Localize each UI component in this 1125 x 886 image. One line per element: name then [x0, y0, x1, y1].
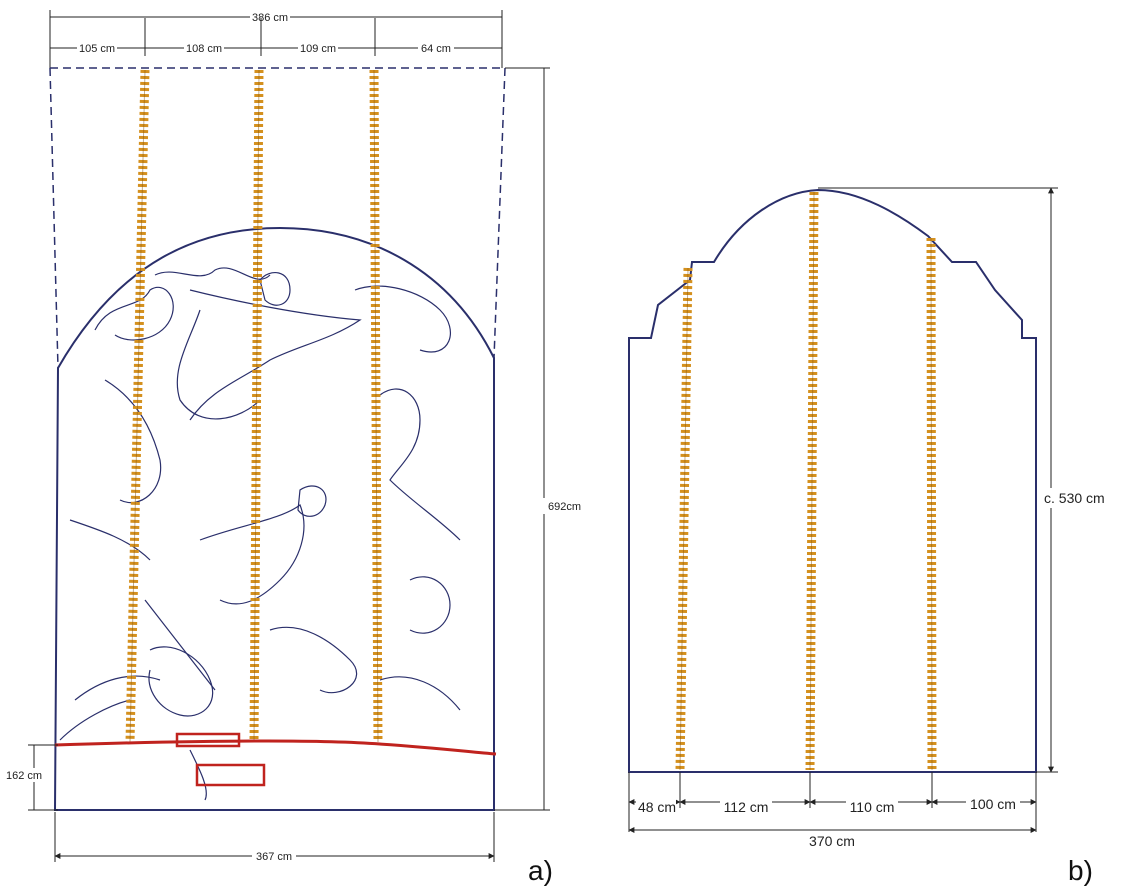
figure-sketch [59, 267, 461, 801]
bottom-width-label: 367 cm [256, 851, 292, 863]
panel-b: c. 530 cm 48 cm 112 cm 110 cm 100 cm [628, 187, 1112, 886]
bottom-height-dimension: 162 cm [4, 744, 58, 811]
bottom-width-dimension: 367 cm [54, 812, 495, 863]
panel-label-b: b) [1068, 855, 1093, 886]
dashed-upper-extension [49, 67, 506, 369]
bottom-total-label: 370 cm [809, 833, 855, 849]
panel-label-a: a) [528, 855, 553, 886]
top-segment-1: 105 cm [79, 43, 115, 55]
height-dimension-b: c. 530 cm [818, 187, 1112, 773]
top-segment-dimensions: 105 cm 108 cm 109 cm 64 cm [50, 18, 502, 56]
top-segment-4: 64 cm [421, 43, 451, 55]
seam-a-1 [125, 69, 150, 743]
seam-a-2 [249, 69, 264, 743]
bottom-height-label: 162 cm [6, 770, 42, 782]
top-segment-3: 109 cm [300, 43, 336, 55]
bottom-segment-dimensions: 48 cm 112 cm 110 cm 100 cm [628, 772, 1037, 832]
damage-box-2 [195, 763, 266, 787]
damage-box-1 [175, 732, 241, 748]
top-total-label: 386 cm [252, 12, 288, 24]
bottom-total-dimension: 370 cm [628, 827, 1037, 850]
height-label-b: c. 530 cm [1044, 490, 1105, 506]
seam-b-3 [926, 237, 937, 771]
height-dimension-a: 692cm [494, 67, 581, 811]
painting-outline-b [628, 188, 1037, 773]
painting-outline-a [53, 226, 495, 811]
top-segment-2: 108 cm [186, 43, 222, 55]
height-label-a: 692cm [548, 501, 581, 513]
damage-line [54, 739, 497, 756]
seam-b-2 [805, 191, 819, 771]
bottom-segment-1: 48 cm [638, 799, 676, 815]
bottom-segment-2: 112 cm [724, 799, 769, 815]
seam-b-1 [675, 267, 693, 771]
seam-a-3 [369, 69, 383, 743]
bottom-segment-3: 110 cm [850, 799, 895, 815]
top-total-dimension: 386 cm [49, 10, 503, 68]
bottom-segment-4: 100 cm [970, 796, 1016, 812]
panel-a: 386 cm 105 cm 108 cm 109 cm 64 cm [4, 10, 581, 886]
